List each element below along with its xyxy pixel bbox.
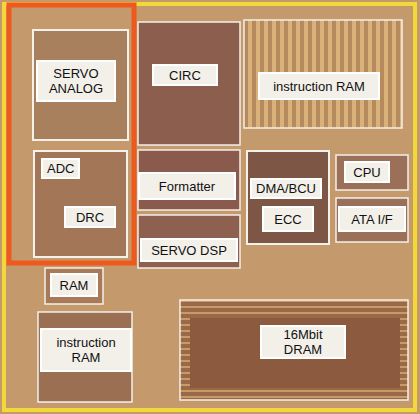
block-name: Formatter [140, 179, 234, 194]
block-label: ECC [262, 206, 314, 232]
block-name: DRC [66, 210, 114, 225]
block-name: ATA I/F [340, 212, 404, 227]
block-label: ATA I/F [338, 206, 406, 232]
block-label: SERVO DSP [140, 238, 238, 262]
block-label: RAM [50, 273, 98, 297]
block-name: instruction RAM [260, 79, 378, 94]
block-region: DMA/BCU ECC [246, 150, 330, 245]
block-label: instruction RAM [40, 328, 132, 372]
block-region: ADC DRC [33, 150, 128, 258]
block-label: Formatter [138, 172, 236, 200]
block-label: DRC [64, 206, 116, 228]
block-name: DMA/BCU [250, 178, 322, 199]
block-name: RAM [52, 278, 96, 293]
block-label: CIRC [152, 64, 218, 86]
block-name: SERVO DSP [142, 243, 236, 258]
block-name: CIRC [154, 68, 216, 83]
block-name: instruction RAM [42, 335, 130, 365]
block-name: SERVO ANALOG [38, 66, 114, 96]
block-name: CPU [346, 165, 388, 180]
block-name: 16Mbit DRAM [262, 327, 344, 357]
block-label: instruction RAM [258, 72, 380, 100]
block-label: 16Mbit DRAM [260, 325, 346, 359]
block-name: ADC [41, 158, 80, 179]
servo-highlight [9, 5, 134, 263]
block-label: SERVO ANALOG [36, 60, 116, 102]
block-name: ECC [264, 212, 312, 227]
die-outline [4, 4, 415, 410]
block-label: CPU [344, 161, 390, 183]
